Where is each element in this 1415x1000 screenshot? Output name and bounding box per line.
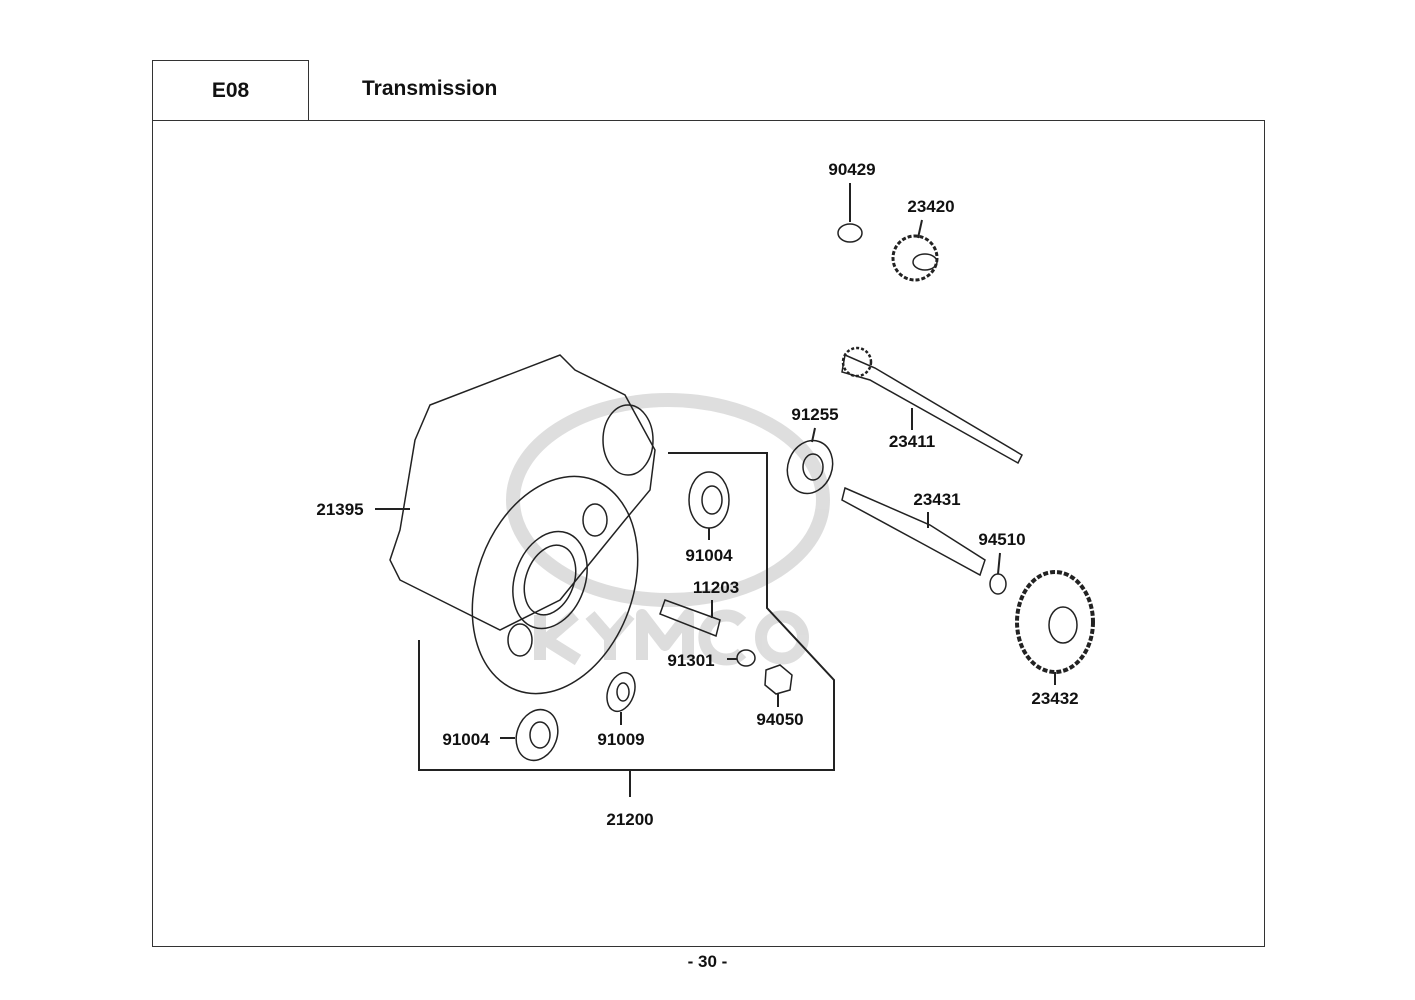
watermark-letter-o — [755, 610, 809, 665]
bearing-91255 — [786, 439, 834, 495]
callout-91255: 91255 — [791, 405, 838, 424]
callout-23432: 23432 — [1031, 689, 1078, 708]
bearing-91004-upper — [688, 471, 730, 529]
circlip-94510 — [989, 573, 1007, 595]
bearing-91004-lower — [515, 708, 559, 762]
callout-23420: 23420 — [907, 197, 954, 216]
crankcase-housing-21395 — [389, 354, 656, 695]
section-code: E08 — [152, 60, 309, 120]
callout-94510: 94510 — [978, 530, 1025, 549]
washer-90429 — [837, 223, 863, 243]
callout-90429: 90429 — [828, 160, 875, 179]
watermark-letter-k — [534, 610, 582, 666]
section-code-text: E08 — [211, 78, 250, 102]
leader-lines — [375, 183, 1056, 739]
diagram-frame — [152, 120, 1265, 947]
watermark-letter-m — [636, 609, 694, 660]
page-number: - 30 - — [687, 952, 728, 971]
callout-94050: 94050 — [756, 710, 803, 729]
callout-11203: 11203 — [693, 578, 739, 597]
callout-23431: 23431 — [913, 490, 960, 509]
gear-23420 — [891, 234, 939, 282]
section-title: Transmission — [362, 77, 498, 100]
callout-21395: 21395 — [316, 500, 363, 519]
callout-21200: 21200 — [606, 810, 653, 829]
dowel-11203 — [659, 599, 721, 638]
callout-91004-lower: 91004 — [442, 730, 490, 749]
kymco-watermark-logo — [506, 393, 830, 666]
callout-91301: 91301 — [667, 651, 714, 670]
assembly-bracket-21200 — [418, 452, 835, 771]
bearing-91009 — [606, 671, 636, 713]
callout-23411: 23411 — [889, 432, 935, 451]
callout-91009: 91009 — [597, 730, 644, 749]
shaft-23431 — [841, 486, 986, 577]
shaft-23411 — [841, 346, 1023, 465]
callout-91004-upper: 91004 — [685, 546, 733, 565]
gear-23432 — [1015, 570, 1095, 674]
nut-94050 — [764, 664, 793, 695]
